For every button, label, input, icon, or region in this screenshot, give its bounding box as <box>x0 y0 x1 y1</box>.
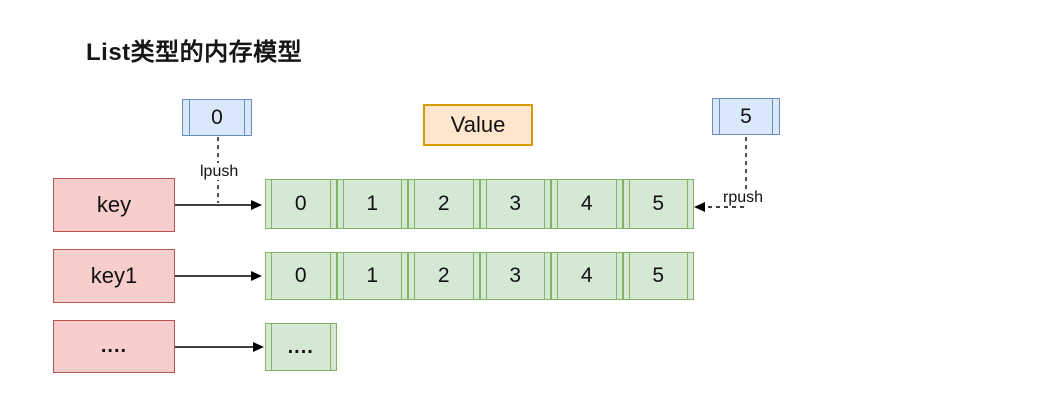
lpush-label: lpush <box>199 163 240 180</box>
list-cell: 3 <box>479 252 551 300</box>
cell-value: 5 <box>652 192 665 215</box>
list-cell: 1 <box>336 179 408 229</box>
list-cell: 5 <box>622 252 694 300</box>
left-index-box: 0 <box>182 99 252 136</box>
list-cell: 2 <box>408 179 480 229</box>
left-index-label: 0 <box>211 105 223 129</box>
cell-value: 1 <box>366 264 379 287</box>
list-row: 0 1 2 3 4 5 <box>265 252 694 300</box>
list-row: .... <box>265 323 337 371</box>
cell-value: 4 <box>580 192 593 215</box>
rpush-label: rpush <box>722 189 765 206</box>
list-cell: .... <box>265 323 337 371</box>
cell-value: 2 <box>437 264 450 287</box>
key-box: .... <box>53 320 175 373</box>
cell-value: 3 <box>509 264 522 287</box>
list-cell: 3 <box>479 179 551 229</box>
cell-value: 2 <box>437 192 450 215</box>
list-cell: 1 <box>336 252 408 300</box>
cell-value: 5 <box>652 264 665 287</box>
key-label: .... <box>100 335 128 357</box>
cell-value: 4 <box>580 264 593 287</box>
cell-value: 1 <box>366 192 379 215</box>
list-cell: 5 <box>622 179 694 229</box>
list-cell: 2 <box>408 252 480 300</box>
cell-value: 0 <box>294 192 307 215</box>
cell-value: .... <box>287 335 314 358</box>
diagram-title: List类型的内存模型 <box>86 39 303 66</box>
list-cell: 4 <box>551 179 623 229</box>
right-index-label: 5 <box>740 104 752 128</box>
key-label: key <box>96 192 132 217</box>
key-box: key1 <box>53 249 175 303</box>
list-cell: 0 <box>265 179 337 229</box>
list-cell: 0 <box>265 252 337 300</box>
cell-value: 3 <box>509 192 522 215</box>
list-cell: 4 <box>551 252 623 300</box>
key-label: key1 <box>90 263 138 288</box>
right-index-box: 5 <box>712 98 780 135</box>
key-box: key <box>53 178 175 232</box>
value-label: Value <box>450 112 506 137</box>
value-box: Value <box>423 104 533 146</box>
list-row: 0 1 2 3 4 5 <box>265 179 694 229</box>
cell-value: 0 <box>294 264 307 287</box>
